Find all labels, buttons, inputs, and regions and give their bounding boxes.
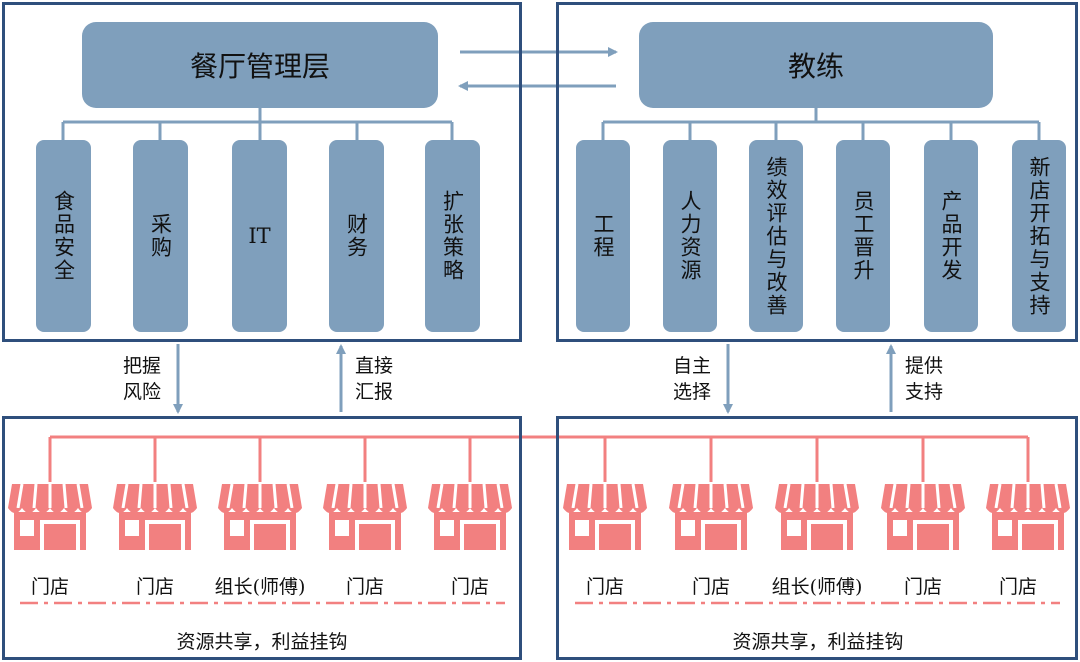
dept-expansion: 扩张策略 (425, 140, 480, 332)
dept-hr: 人力资源 (663, 140, 717, 332)
right-share-footer: 资源共享，利益挂钩 (732, 631, 904, 653)
flow-label-report: 直接汇报 (354, 355, 393, 403)
store-label: 组长(师傅) (771, 576, 863, 598)
dept-label: 新店开拓与支持 (1027, 155, 1051, 317)
vertical-flow-arrows (173, 344, 896, 414)
header-exchange-arrows (458, 47, 618, 91)
dept-label: 人力资源 (678, 190, 702, 282)
dept-label: 食品安全 (51, 190, 76, 282)
dept-promotion: 员工晋升 (836, 140, 890, 332)
store-label: 门店 (998, 576, 1037, 598)
store-network-lines (48, 435, 1030, 482)
dept-label: 采购 (148, 213, 173, 259)
dept-label: 扩张策略 (440, 190, 465, 282)
store-label: 门店 (903, 576, 942, 598)
dept-food-safety: 食品安全 (36, 140, 91, 332)
dept-label: 产品开发 (939, 190, 963, 282)
dept-label: 员工晋升 (851, 190, 875, 282)
left-share-footer: 资源共享，利益挂钩 (176, 631, 348, 653)
store-label: 门店 (450, 576, 489, 598)
dept-product: 产品开发 (924, 140, 978, 332)
dept-it: IT (232, 140, 287, 332)
dept-purchasing: 采购 (133, 140, 188, 332)
coach-panel (556, 2, 1078, 342)
right-store-panel (556, 416, 1078, 660)
dept-performance: 绩效评估与改善 (749, 140, 803, 332)
dept-new-store: 新店开拓与支持 (1012, 140, 1066, 332)
store-label: 门店 (135, 576, 174, 598)
flow-label-support: 提供支持 (904, 355, 943, 403)
dept-label: 财务 (344, 213, 369, 259)
left-store-panel (2, 416, 522, 660)
dept-finance: 财务 (329, 140, 384, 332)
dept-engineering: 工程 (576, 140, 630, 332)
flow-label-risk: 把握风险 (122, 355, 161, 403)
dept-label: 工程 (591, 213, 615, 259)
coach-header: 教练 (639, 22, 993, 108)
store-label: 门店 (691, 576, 730, 598)
store-label: 门店 (585, 576, 624, 598)
management-panel (2, 2, 522, 342)
flow-label-choose: 自主选择 (672, 355, 711, 403)
management-header: 餐厅管理层 (82, 22, 438, 108)
dept-label: 绩效评估与改善 (764, 155, 788, 317)
left-tree-connectors (61, 108, 454, 141)
right-tree-connectors (601, 108, 1041, 141)
store-label: 门店 (345, 576, 384, 598)
dept-label: IT (248, 224, 271, 248)
store-label: 门店 (30, 576, 69, 598)
store-label: 组长(师傅) (214, 576, 306, 598)
